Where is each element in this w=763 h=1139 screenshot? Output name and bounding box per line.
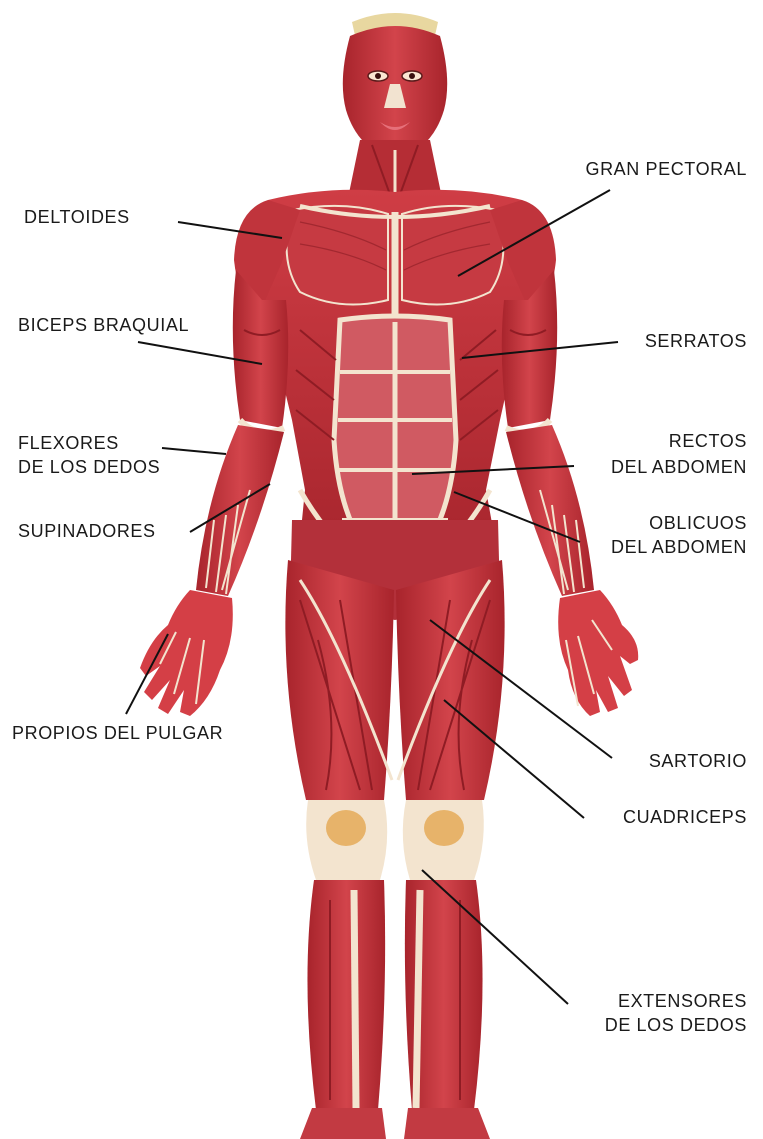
foot-left bbox=[300, 1108, 386, 1139]
thigh-left bbox=[285, 560, 394, 800]
label-deltoides: DELTOIDES bbox=[24, 206, 130, 228]
hand-right bbox=[558, 590, 638, 716]
forearm-right bbox=[506, 425, 594, 596]
label-supinadores: SUPINADORES bbox=[18, 520, 156, 542]
label-oblicuos-line1: OBLICUOS bbox=[649, 512, 747, 534]
label-extensores-line1: EXTENSORES bbox=[618, 990, 747, 1012]
label-serratos: SERRATOS bbox=[645, 330, 747, 352]
label-extensores-line2: DE LOS DEDOS bbox=[605, 1014, 747, 1036]
label-rectos-line2: DEL ABDOMEN bbox=[611, 456, 747, 478]
label-flexores-line2: DE LOS DEDOS bbox=[18, 456, 160, 478]
label-gran-pectoral: GRAN PECTORAL bbox=[585, 158, 747, 180]
thigh-right bbox=[396, 560, 505, 800]
pectoral-left bbox=[287, 206, 388, 305]
label-rectos-line1: RECTOS bbox=[669, 430, 747, 452]
label-biceps-braquial: BICEPS BRAQUIAL bbox=[18, 314, 189, 336]
lower-leg-left bbox=[307, 880, 385, 1110]
label-oblicuos-line2: DEL ABDOMEN bbox=[611, 536, 747, 558]
label-propios-del-pulgar: PROPIOS DEL PULGAR bbox=[12, 722, 223, 744]
forearm-left bbox=[196, 425, 284, 596]
label-sartorio: SARTORIO bbox=[649, 750, 747, 772]
pectoral-right bbox=[402, 206, 503, 305]
leader-flexores bbox=[162, 448, 226, 454]
label-cuadriceps: CUADRICEPS bbox=[623, 806, 747, 828]
label-flexores-line1: FLEXORES bbox=[18, 432, 119, 454]
foot-right bbox=[404, 1108, 490, 1139]
